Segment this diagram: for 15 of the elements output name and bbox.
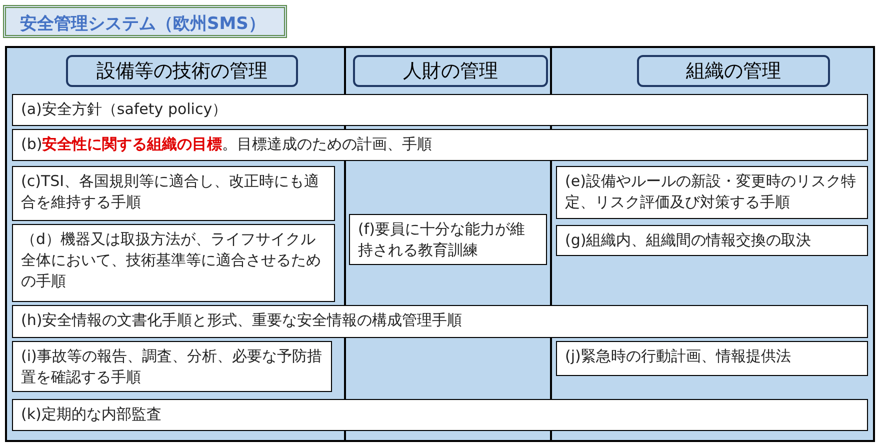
column-header: 設備等の技術の管理 (66, 55, 298, 87)
item-box: (e)設備やルールの新設・変更時のリスク特定、リスク評価及び対策する手順 (556, 166, 868, 219)
item-box: （d）機器又は取扱方法が、ライフサイクル全体において、技術基準等に適合させるための手順 (12, 224, 335, 302)
title-box: 安全管理システム（欧州SMS） (3, 5, 287, 38)
column-header: 人財の管理 (353, 55, 548, 87)
item-box: (j)緊急時の行動計画、情報提供法 (556, 341, 868, 376)
item-box: (a)安全方針（safety policy） (12, 94, 868, 126)
item-box: (i)事故等の報告、調査、分析、必要な予防措置を確認する手順 (12, 341, 332, 392)
item-box: (f)要員に十分な能力が維持される教育訓練 (349, 214, 547, 265)
item-box: (c)TSI、各国規則等に適合し、改正時にも適合を維持する手順 (12, 166, 335, 221)
item-box: (g)組織内、組織間の情報交換の取決 (556, 225, 868, 256)
column-header: 組織の管理 (637, 55, 830, 87)
item-box: (h)安全情報の文書化手順と形式、重要な安全情報の構成管理手順 (12, 305, 868, 338)
item-box: (k)定期的な内部監査 (12, 399, 868, 431)
item-box: (b)安全性に関する組織の目標。目標達成のための計画、手順 (12, 129, 868, 161)
